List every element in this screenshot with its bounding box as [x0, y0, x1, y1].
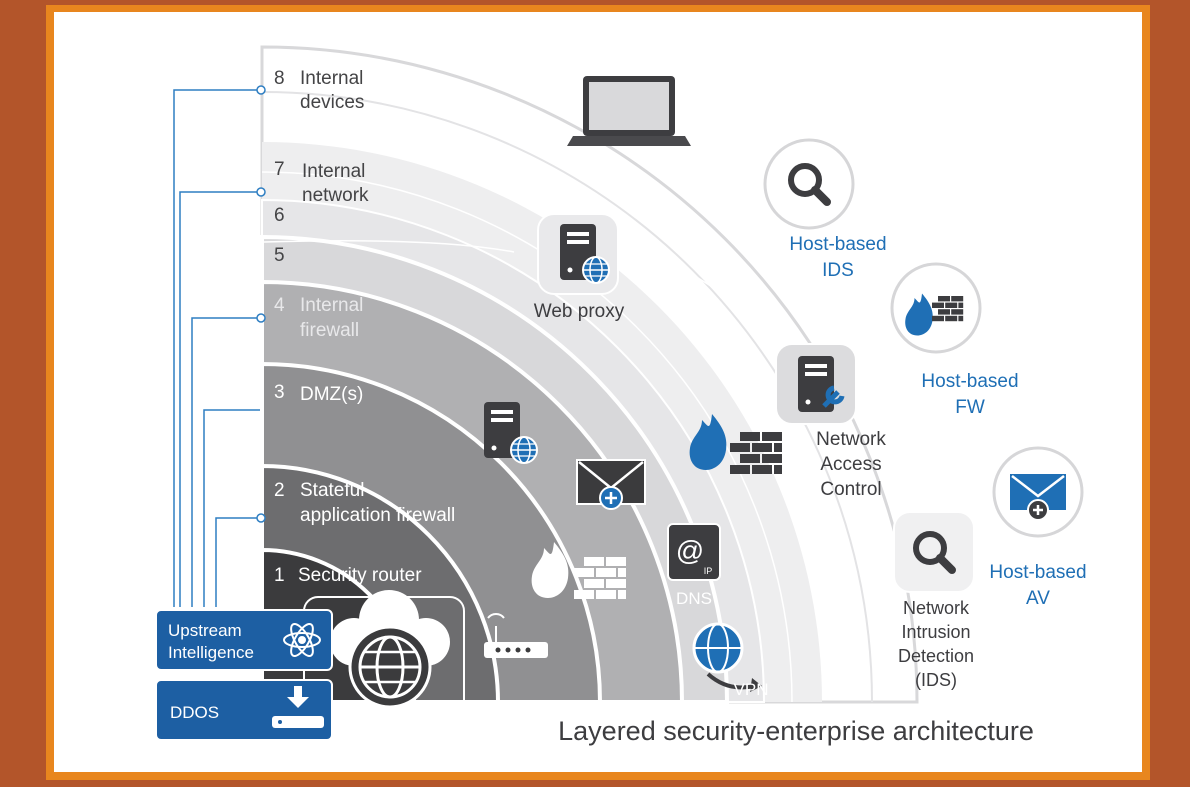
www-cloud-icon — [303, 590, 465, 748]
layer-7-label-line2: network — [302, 185, 369, 206]
nac-label-line2: Access — [820, 454, 881, 475]
www-label: www — [376, 715, 403, 729]
vpn-label: VPN — [734, 680, 769, 699]
host-ids-label-line1: Host-based — [789, 234, 886, 255]
layer-2-label-line2: application firewall — [300, 505, 455, 526]
dns-label: DNS — [676, 589, 712, 608]
mail-server-icon — [576, 459, 646, 510]
nac-label-line1: Network — [816, 429, 886, 450]
flow-arrows — [263, 240, 775, 363]
layer-8-label-line1: Internal — [300, 68, 363, 89]
host-av-label-line1: Host-based — [989, 562, 1086, 583]
nac-icon — [775, 343, 857, 425]
web-proxy-icon — [537, 213, 619, 295]
svg-text:@: @ — [676, 535, 704, 566]
host-fw-label-line1: Host-based — [921, 371, 1018, 392]
host-fw-icon — [890, 262, 982, 354]
layer-3-label: DMZ(s) — [300, 384, 363, 405]
upstream-intelligence-box: Upstream Intelligence — [155, 609, 333, 671]
connector-lines — [173, 85, 266, 607]
network-ids-label-line4: (IDS) — [915, 670, 957, 690]
ddos-label: DDOS — [170, 703, 219, 722]
diagram-canvas: 8 Internal devices 7 Internal network 6 … — [54, 12, 1142, 772]
nac-label-line3: Control — [820, 479, 881, 500]
web-proxy-label: Web proxy — [534, 301, 625, 322]
host-fw-label-line2: FW — [955, 397, 985, 418]
vpn-icon — [692, 622, 762, 692]
layer-5-number: 5 — [274, 245, 285, 266]
upstream-label-line1: Upstream — [168, 621, 242, 640]
dns-ip-tag: IP — [704, 566, 713, 576]
layer-1-label: Security router — [298, 565, 422, 586]
network-ids-label-line1: Network — [903, 598, 970, 618]
layered-security-diagram: 8 Internal devices 7 Internal network 6 … — [155, 45, 1087, 748]
atom-icon — [283, 623, 321, 657]
layer-2-number: 2 — [274, 480, 285, 501]
network-ids-label-line2: Intrusion — [901, 622, 970, 642]
host-ids-icon — [763, 138, 855, 230]
network-ids-icon — [893, 511, 975, 593]
layer-4-number: 4 — [274, 295, 285, 316]
layer-8-number: 8 — [274, 68, 285, 89]
network-ids-label-line3: Detection — [898, 646, 974, 666]
ddos-box: DDOS — [155, 679, 333, 741]
download-device-icon — [272, 686, 324, 728]
layer-6-number: 6 — [274, 205, 285, 226]
layer-1-number: 1 — [274, 565, 285, 586]
layer-4-label-line1: Internal — [300, 295, 363, 316]
layer-8-label-line2: devices — [300, 92, 364, 113]
layer-7-label-line1: Internal — [302, 161, 365, 182]
host-ids-label-line2: IDS — [822, 260, 854, 281]
layer-2-label-line1: Stateful — [300, 480, 364, 501]
dns-icon: @ IP — [667, 523, 721, 581]
diagram-title: Layered security-enterprise architecture — [558, 716, 1034, 746]
layer-3-number: 3 — [274, 382, 285, 403]
host-av-label-line2: AV — [1026, 588, 1050, 609]
router-icon — [484, 613, 548, 658]
layer-4-label-line2: firewall — [300, 320, 359, 341]
host-av-icon — [992, 446, 1084, 538]
layer-labels: 8 Internal devices 7 Internal network 6 … — [274, 68, 455, 586]
layer-7-number: 7 — [274, 159, 285, 180]
laptop-icon — [567, 76, 691, 146]
upstream-label-line2: Intelligence — [168, 643, 254, 662]
